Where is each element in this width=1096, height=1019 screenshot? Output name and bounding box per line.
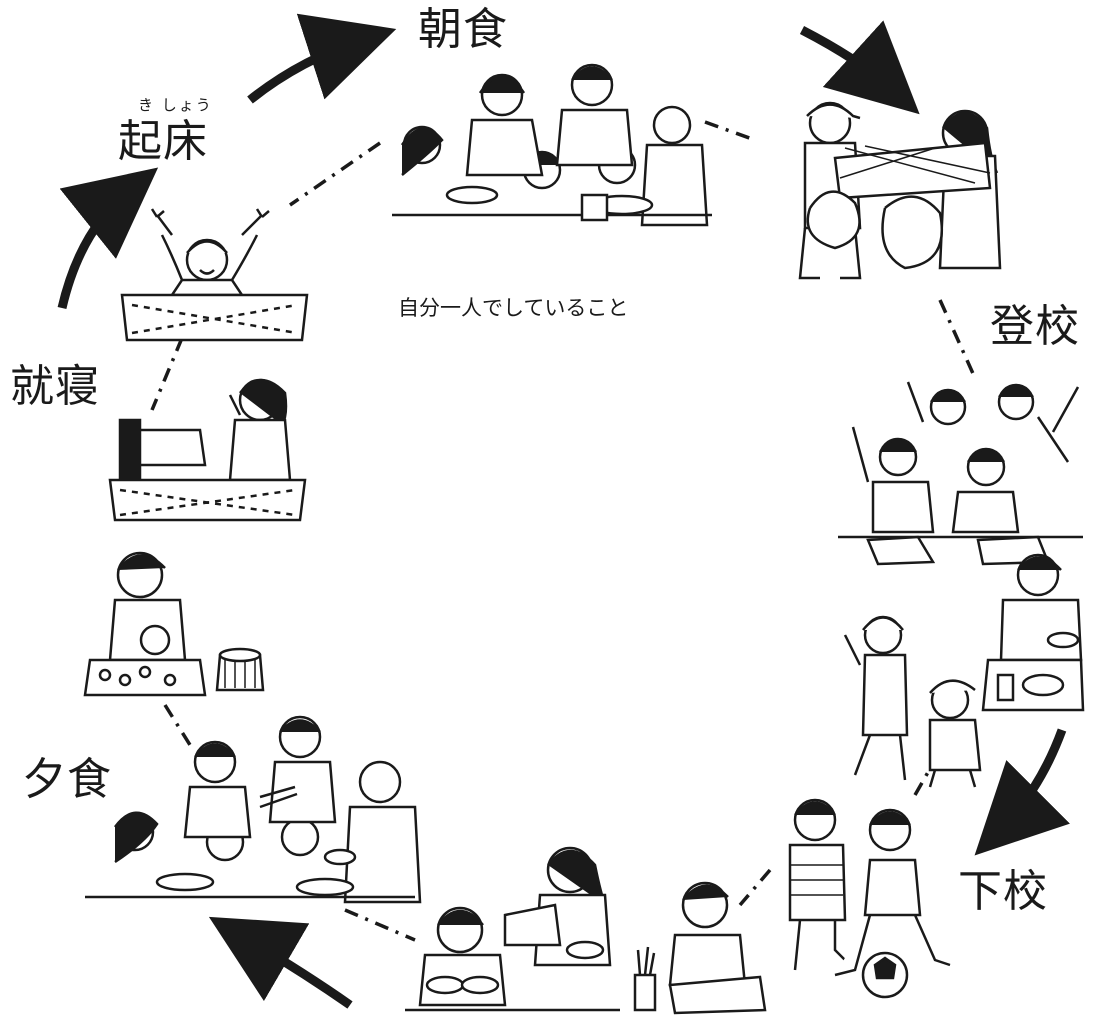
playing-soccer-illustration [775, 790, 955, 1005]
arrow-to-leave-school [974, 728, 1071, 856]
helping-prepare-dinner-illustration [405, 835, 620, 1015]
label-breakfast: 朝食 [418, 4, 508, 55]
going-to-school-with-garbage-illustration [775, 88, 1020, 298]
arrow-breakfast-to-school [799, 20, 920, 115]
arrow-to-dinner [208, 916, 353, 1009]
arrow-bedtime-to-wake [57, 167, 159, 310]
family-dinner-illustration [85, 712, 425, 912]
label-wake: 起床 [118, 116, 208, 167]
washing-dishes-illustration [83, 540, 275, 702]
wake-ruby: き しょう [138, 96, 213, 114]
school-lunch-illustration [981, 540, 1085, 715]
center-caption: 自分一人でしていること [398, 296, 629, 320]
walking-home-from-school-illustration [835, 605, 995, 790]
label-go-to-school: 登校 [990, 301, 1080, 352]
studying-at-desk-illustration [630, 865, 770, 1015]
label-bedtime: 就寝 [10, 361, 100, 412]
family-breakfast-illustration [382, 55, 717, 235]
label-leave-school: 下校 [958, 866, 1048, 917]
classroom-hands-raised-illustration [838, 372, 1083, 570]
arrow-wake-to-breakfast [247, 13, 397, 104]
going-to-bed-illustration [108, 365, 310, 523]
label-dinner: 夕食 [22, 754, 112, 805]
waking-up-in-bed-illustration [112, 205, 312, 345]
